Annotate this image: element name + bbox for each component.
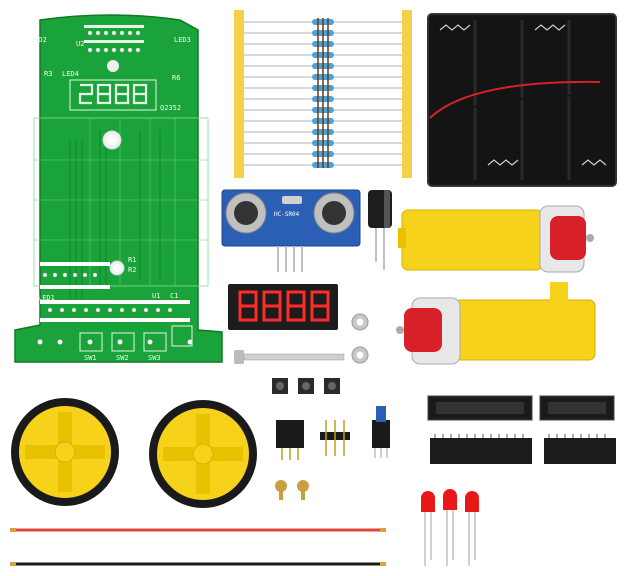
ic-socket-16pin <box>539 395 615 421</box>
pcb-label-sw2: SW2 <box>116 354 129 362</box>
pcb-label-r2: R2 <box>128 266 136 274</box>
red-leds <box>421 489 479 566</box>
jumper-wires <box>10 528 386 566</box>
male-header <box>320 420 350 456</box>
wheel-left <box>11 398 119 506</box>
female-header <box>276 420 304 460</box>
pcb-label-led1: LED1 <box>38 294 55 302</box>
ic-chip-28pin <box>430 434 532 464</box>
slide-switch <box>372 406 390 458</box>
resistor-strip <box>234 10 412 178</box>
ic-socket-28pin <box>427 395 533 421</box>
pcb-label-c1: C1 <box>170 292 178 300</box>
battery-holder <box>427 13 617 187</box>
gear-motor-bottom <box>396 282 596 365</box>
machine-screw <box>234 350 345 364</box>
wheel-right <box>149 400 257 508</box>
pcb-label-u1: U1 <box>152 292 160 300</box>
pcb-label-r3: R3 <box>44 70 52 78</box>
pcb-label-sw1: SW1 <box>84 354 97 362</box>
ic-chip-16pin <box>544 434 616 464</box>
pcb-label-sw3: SW3 <box>148 354 161 362</box>
pcb-label-u2: U2 <box>76 40 84 48</box>
tact-switches <box>272 378 340 394</box>
pcb-label-r6: R6 <box>172 74 180 82</box>
sensor-label: HC-SR04 <box>274 211 300 218</box>
pcb-label-led4: LED4 <box>62 70 79 78</box>
pcb-label-code: Q2352 <box>160 104 181 112</box>
pcb-label-r1: R1 <box>128 256 136 264</box>
electrolytic-capacitor <box>368 190 392 270</box>
wood-screws <box>275 480 309 500</box>
pcb-label-led2: LED2 <box>30 36 47 44</box>
hex-nuts <box>351 313 369 364</box>
ultrasonic-sensor: HC-SR04 <box>221 189 361 272</box>
gear-motor-top <box>398 205 594 273</box>
pcb-label-led3: LED3 <box>174 36 191 44</box>
pcb-board: LED2 U2 LED3 R3 LED4 R6 Q2352 LED1 U1 C1… <box>14 14 223 363</box>
seven-segment-display <box>228 284 338 330</box>
